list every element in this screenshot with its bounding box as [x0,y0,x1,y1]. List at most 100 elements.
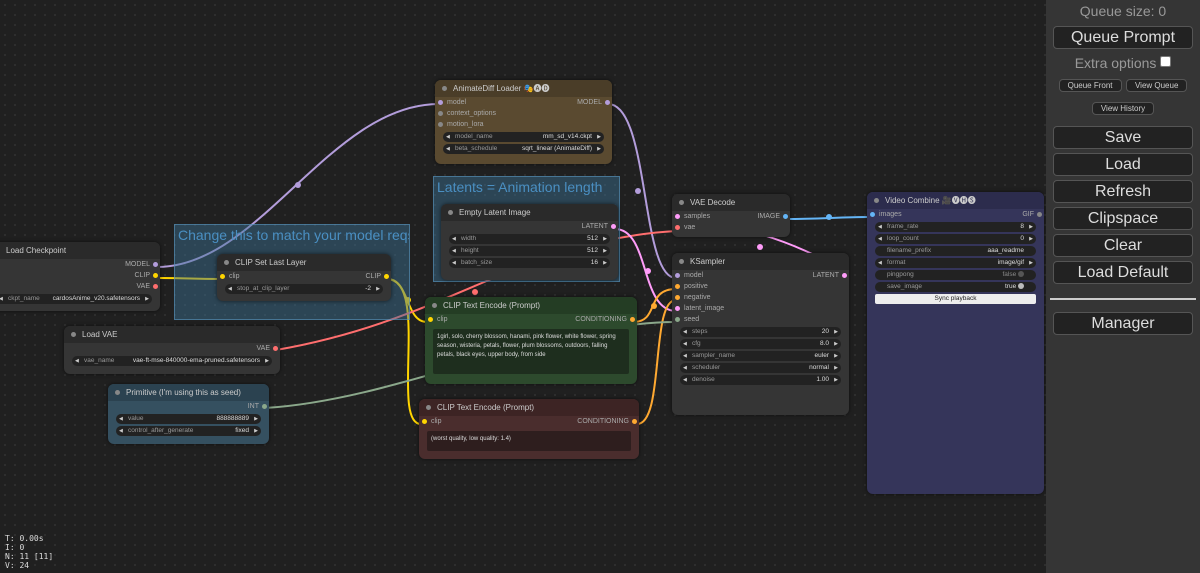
negative-prompt-textarea[interactable]: (worst quality, low quality: 1.4) [427,431,631,451]
render-stats: T: 0.00s I: 0 N: 11 [11] V: 24 [5,534,53,570]
input-negative[interactable]: negative [672,292,849,303]
widget-stop-at-clip-layer[interactable]: stop_at_clip_layer-2 [225,284,383,294]
output-latent[interactable]: LATENT [441,221,618,232]
input-motion-lora[interactable]: motion_lora [435,119,612,130]
input-positive[interactable]: positive [672,281,849,292]
input-images[interactable]: images [867,209,1044,220]
input-clip[interactable]: clip [425,314,448,325]
output-model[interactable]: MODEL [0,259,160,270]
toggle-on-icon [1018,283,1024,289]
input-vae[interactable]: vae [672,222,790,233]
group-title: Change this to match your model reqs [178,227,409,243]
stat-i: I: 0 [5,543,25,552]
node-vae-decode[interactable]: VAE Decode samples IMAGE vae [672,194,790,237]
extra-options-checkbox[interactable] [1160,56,1172,67]
output-vae[interactable]: VAE [0,281,160,292]
output-image[interactable]: IMAGE [757,211,790,222]
link-neg-to-ksampler [636,299,677,425]
node-clip-text-encode-negative[interactable]: CLIP Text Encode (Prompt) clip CONDITION… [419,399,639,459]
node-title: Load VAE [64,326,280,343]
load-default-button[interactable]: Load Default [1053,261,1193,284]
input-clip[interactable]: clip [419,416,442,427]
queue-buttons-row: Queue Front View Queue [1046,75,1200,93]
prompt-textarea[interactable]: 1girl, solo, cherry blossom, hanami, pin… [433,329,629,374]
manager-button[interactable]: Manager [1053,312,1193,335]
node-clip-text-encode-positive[interactable]: CLIP Text Encode (Prompt) clip CONDITION… [425,297,637,384]
node-title: CLIP Text Encode (Prompt) [425,297,637,314]
node-ksampler[interactable]: KSampler model LATENT positive negative … [672,253,849,415]
side-menu: Queue size: 0 Queue Prompt Extra options… [1046,0,1200,573]
output-vae[interactable]: VAE [64,343,280,354]
input-clip[interactable]: clip [217,271,240,282]
clear-button[interactable]: Clear [1053,234,1193,257]
queue-front-button[interactable]: Queue Front [1058,79,1122,92]
node-primitive[interactable]: Primitive (I'm using this as seed) INT v… [108,384,269,444]
node-title: Video Combine 🎥🅥🅗🅢 [867,192,1044,209]
output-latent[interactable]: LATENT [813,270,849,281]
output-conditioning[interactable]: CONDITIONING [577,416,639,427]
node-title: Empty Latent Image [441,204,618,221]
input-latent-image[interactable]: latent_image [672,303,849,314]
save-button[interactable]: Save [1053,126,1193,149]
node-title: KSampler [672,253,849,270]
animatediff-badge-icon: 🎭🅐🅓 [523,84,550,93]
video-combine-badge-icon: 🎥🅥🅗🅢 [941,196,976,205]
output-gif[interactable]: GIF [1022,209,1044,220]
node-title: CLIP Set Last Layer [217,254,391,271]
node-title: Load Checkpoint [0,242,160,259]
node-title: AnimateDiff Loader 🎭🅐🅓 [435,80,612,97]
link-pos-to-ksampler [632,288,677,323]
load-button[interactable]: Load [1053,153,1193,176]
node-title: Primitive (I'm using this as seed) [108,384,269,401]
node-title: CLIP Text Encode (Prompt) [419,399,639,416]
input-seed[interactable]: seed [672,314,849,325]
node-load-vae[interactable]: Load VAE VAE vae_namevae-ft-mse-840000-e… [64,326,280,374]
node-clip-set-last-layer[interactable]: CLIP Set Last Layer clip CLIP stop_at_cl… [217,254,391,301]
node-video-combine[interactable]: Video Combine 🎥🅥🅗🅢 images GIF frame_rate… [867,192,1044,494]
output-clip[interactable]: CLIP [365,271,391,282]
stat-nodes: N: 11 [11] [5,552,54,561]
refresh-button[interactable]: Refresh [1053,180,1193,203]
input-model[interactable]: model [672,270,849,281]
output-model[interactable]: MODEL [577,97,612,108]
queue-prompt-button[interactable]: Queue Prompt [1053,26,1193,49]
toggle-off-icon [1018,271,1024,277]
clipspace-button[interactable]: Clipspace [1053,207,1193,230]
node-animatediff-loader[interactable]: AnimateDiff Loader 🎭🅐🅓 model MODEL conte… [435,80,612,164]
output-int[interactable]: INT [108,401,269,412]
view-queue-button[interactable]: View Queue [1125,79,1188,92]
input-samples[interactable]: samples [672,211,790,222]
stat-v: V: 24 [5,561,30,570]
sync-playback-button[interactable]: Sync playback [875,294,1036,304]
output-conditioning[interactable]: CONDITIONING [575,314,637,325]
input-model[interactable]: model [435,97,612,108]
output-clip[interactable]: CLIP [0,270,160,281]
input-context-options[interactable]: context_options [435,108,612,119]
node-load-checkpoint[interactable]: Load Checkpoint MODEL CLIP VAE ckpt_name… [0,242,160,311]
history-row: View History [1046,98,1200,116]
widget-vae-name[interactable]: vae_namevae-ft-mse-840000-ema-pruned.saf… [72,356,272,366]
group-title: Latents = Animation length [437,179,603,195]
queue-size: Queue size: 0 [1079,3,1167,19]
view-history-button[interactable]: View History [1091,102,1155,115]
